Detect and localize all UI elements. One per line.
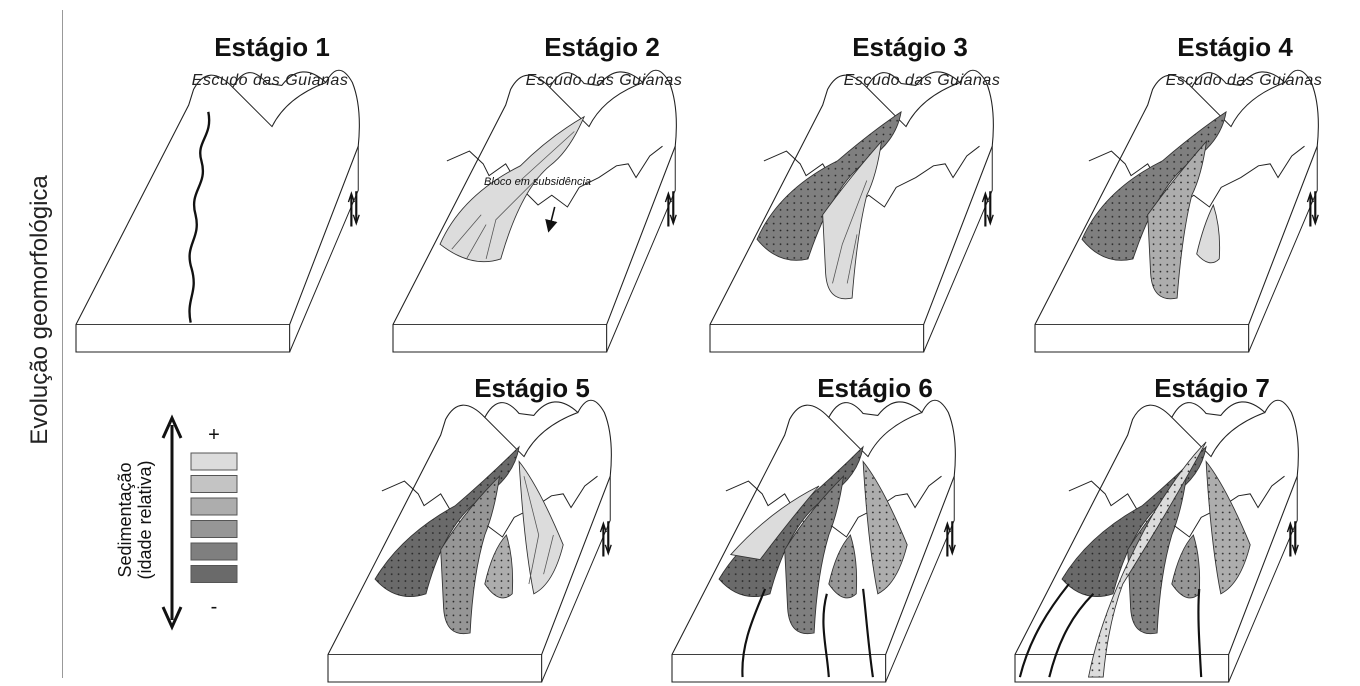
legend-swatch: [191, 543, 237, 560]
block-stage-7: [1015, 400, 1298, 682]
block-stage-4: [1035, 70, 1318, 352]
stage-1-subtitle: Escudo das Guianas: [192, 72, 349, 90]
block-outline: [393, 70, 676, 352]
stage-7-title: Estágio 7: [1154, 373, 1270, 404]
legend-plus: +: [208, 424, 220, 447]
block-stage-5: [328, 400, 611, 682]
stage-6-title: Estágio 6: [817, 373, 933, 404]
stage-1-title: Estágio 1: [214, 32, 330, 63]
stage-4-title: Estágio 4: [1177, 32, 1293, 63]
block-stage-3: [710, 70, 993, 352]
legend-swatch: [191, 453, 237, 470]
block-outline: [76, 70, 359, 352]
stage-2-title: Estágio 2: [544, 32, 660, 63]
legend: [163, 418, 237, 627]
block-stage-1: [76, 70, 359, 352]
legend-swatch: [191, 476, 237, 493]
side-divider: [62, 10, 63, 678]
stage-4-subtitle: Escudo das Guianas: [1166, 72, 1323, 90]
stage-2-subtitle: Escudo das Guianas: [526, 72, 683, 90]
stage-3-title: Estágio 3: [852, 32, 968, 63]
subsidence-annotation: Bloco em subsidência: [484, 176, 591, 188]
stage-5-title: Estágio 5: [474, 373, 590, 404]
legend-title-line2: (idade relativa): [135, 460, 155, 579]
legend-title: Sedimentação (idade relativa): [115, 460, 155, 579]
block-stage-6: [672, 400, 955, 682]
legend-swatch: [191, 566, 237, 583]
legend-minus: -: [211, 596, 218, 619]
legend-swatch: [191, 498, 237, 515]
legend-title-line1: Sedimentação: [115, 460, 135, 579]
legend-swatch: [191, 521, 237, 538]
stage-3-subtitle: Escudo das Guianas: [844, 72, 1001, 90]
side-title: Evolução geomorfológica: [26, 175, 54, 445]
block-stage-2: [393, 70, 676, 352]
